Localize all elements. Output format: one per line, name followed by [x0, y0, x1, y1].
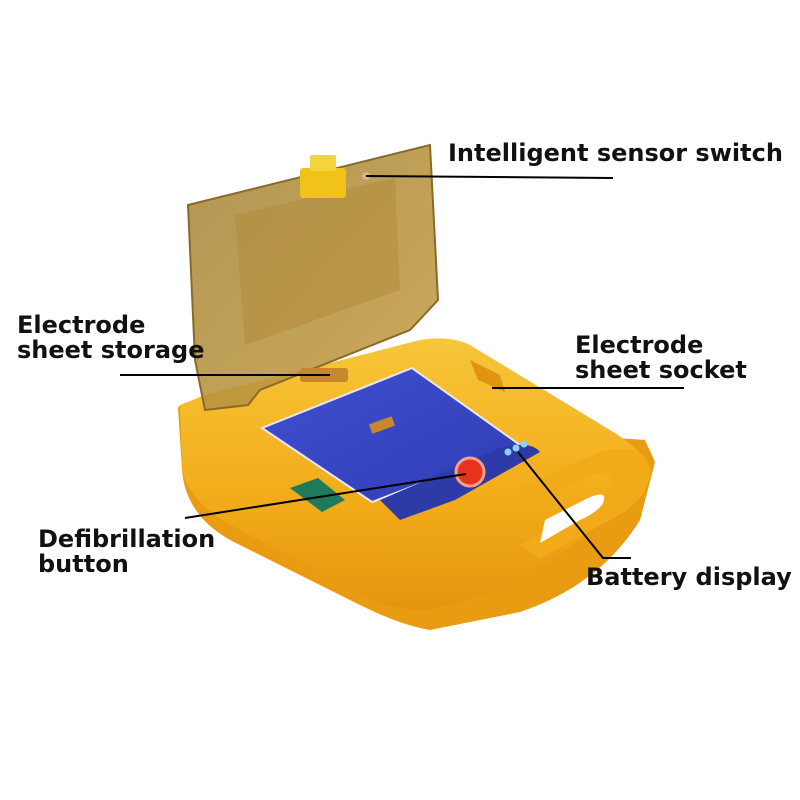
callout-electrode-sheet-socket: Electrode sheet socket: [575, 333, 747, 383]
callout-line: button: [38, 550, 129, 578]
callout-intelligent-sensor-switch: Intelligent sensor switch: [448, 141, 783, 166]
electrode-pad-pocket: [290, 478, 345, 512]
leader-battery: [517, 451, 631, 559]
callout-line: Battery display: [586, 563, 792, 591]
leader-lines: [120, 175, 684, 559]
battery-led: [504, 448, 512, 456]
battery-led: [520, 440, 528, 448]
defibrillation-button-shape: [454, 456, 486, 488]
lid-inner-recess: [235, 178, 400, 345]
callout-line: Defibrillation: [38, 525, 216, 553]
callout-electrode-sheet-storage: Electrode sheet storage: [17, 313, 205, 363]
callout-line: sheet storage: [17, 336, 205, 364]
leader-sensor: [365, 175, 614, 179]
callout-line: sheet socket: [575, 356, 747, 384]
callout-defibrillation-button: Defibrillation button: [38, 527, 215, 577]
battery-led: [512, 444, 520, 452]
callout-line: Intelligent sensor switch: [448, 139, 783, 167]
electrode-socket: [470, 360, 505, 392]
callout-line: Electrode: [575, 331, 704, 359]
callout-line: Electrode: [17, 311, 146, 339]
callout-battery-display: Battery display: [586, 565, 792, 590]
leader-defib: [184, 473, 467, 519]
sensor-switch-tab: [300, 168, 346, 198]
